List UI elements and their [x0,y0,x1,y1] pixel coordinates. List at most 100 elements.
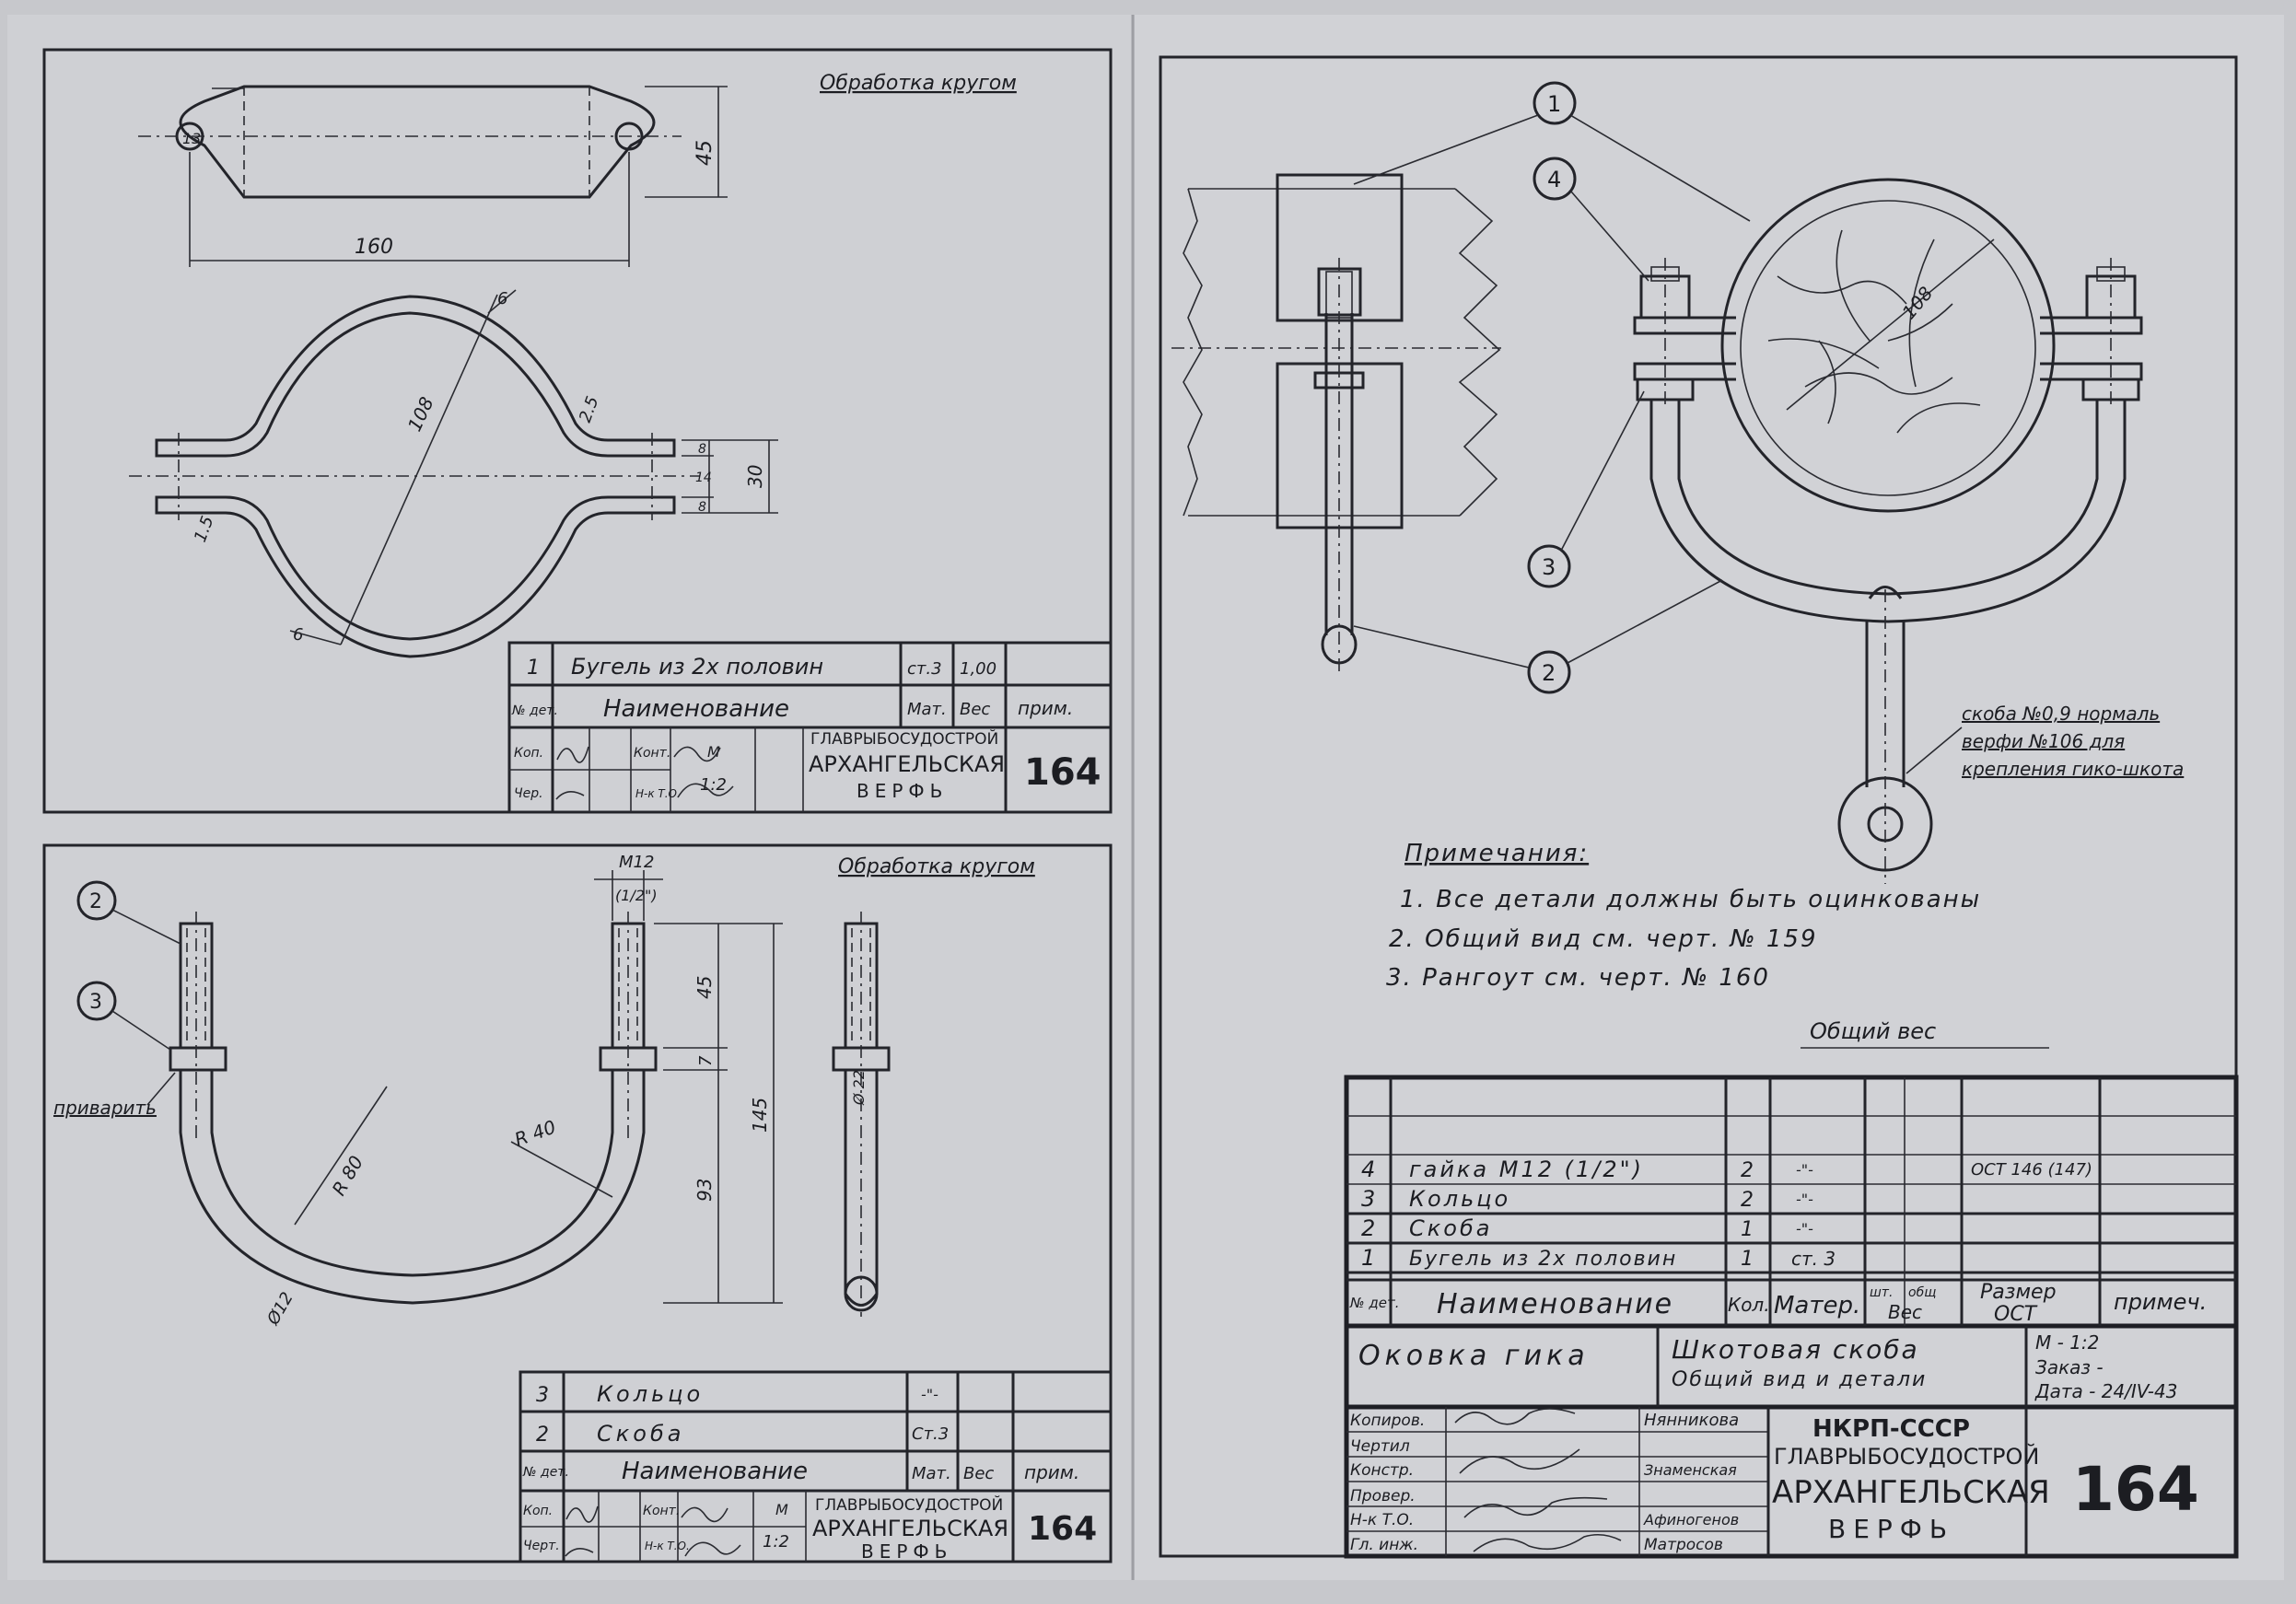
t3-r2-name: Скоба [1409,1215,1492,1241]
tb1-h-note: прим. [1018,697,1073,719]
callout-3-left [76,981,117,1021]
t3-r4-mat: -"- [1796,1161,1813,1179]
t3-r3-num: 3 [1361,1186,1375,1212]
dim108-assy [1786,238,1995,411]
callout-2-text: 2 [1542,660,1556,686]
dim-6-top: 6 [497,289,507,308]
t3-title-mid1: Шкотовая скоба [1672,1334,1919,1365]
dim-145: 145 [749,1098,771,1133]
tb1-h-name: Наименование [603,695,789,723]
t3-role-1: Копиров. [1350,1412,1425,1430]
callout-4-text: 4 [1547,167,1561,192]
dim-45: 45 [693,140,717,166]
tb2-nkto: Н-к Т.О. [645,1540,690,1552]
t3-r3-qty: 2 [1741,1189,1754,1212]
tb2-kont: Конт. [643,1504,680,1518]
tb2-row2-num: 2 [536,1424,549,1447]
t3-h-size2: ОСТ [1994,1303,2038,1326]
shackle-note-2: верфи №106 для [1962,730,2125,752]
t3-role-6: Гл. инж. [1350,1536,1418,1554]
boom-break-left [1183,188,1203,517]
sheet2-title-block: 3 Кольцо -"- 2 Скоба Ст.3 № дет. Наимено… [519,1370,1113,1563]
strap-upper-half [155,295,676,458]
tb2-h-num: № дет. [522,1465,569,1480]
thk-leader-top [487,289,517,314]
callout-2-left-text: 2 [89,890,102,913]
r40-leader [510,1141,613,1198]
strap-lower-half [155,495,676,658]
t3-person-6: Матросов [1644,1536,1723,1554]
tb1-org1: ГЛАВРЫБОСУДОСТРОЙ [810,728,998,749]
sheet1: Обработка кругом 13 45 160 [42,48,1113,814]
tb1-number: 164 [1024,751,1101,794]
tb2-row2-mat: Ст.3 [912,1424,949,1444]
dim-45b: 45 [693,976,716,999]
sheet2-note: Обработка кругом [838,855,1035,878]
assembly-front-view: 108 [1633,178,2143,884]
t3-h-mat: Матер. [1774,1292,1860,1319]
t3-order: Заказ - [2035,1356,2104,1378]
tb2-row2-name: Скоба [597,1421,684,1447]
tb2-org3: ВЕРФЬ [861,1540,952,1563]
tb2-row1-num: 3 [536,1384,549,1407]
tb1-num: 1 [527,657,540,680]
tb2-org1: ГЛАВРЫБОСУДОСТРОЙ [815,1494,1003,1515]
tb1-weight: 1,00 [960,659,996,679]
shackle-note-3: крепления гико-шкота [1962,758,2184,780]
tb1-scale-m: М [707,743,720,761]
paper-left [7,15,1133,1580]
plan-hole-right [614,122,644,151]
t3-r2-qty: 1 [1741,1218,1754,1241]
boom-side-view [1171,173,1501,672]
sheet2: Обработка кругом R 80 R 40 Ø12 М12 (1/2" [42,843,1113,1563]
tb1-h-num: № дет. [511,703,558,718]
t3-date: Дата - 24/IV-43 [2034,1380,2177,1402]
sheet3-callouts: 1 4 3 2 [1353,81,1751,694]
tb1-kop: Коп. [514,746,543,761]
callout-3 [1527,544,1571,588]
r80-leader [294,1086,388,1226]
tb2-h-name: Наименование [622,1458,808,1485]
tb2-row1-name: Кольцо [597,1381,704,1407]
t3-r2-mat: -"- [1796,1220,1813,1238]
sheet1-title-block: 1 Бугель из 2х половин ст.3 1,00 № дет. … [507,641,1113,814]
tb2-number: 164 [1028,1510,1097,1548]
t3-r4-qty: 2 [1741,1159,1754,1182]
tb1-kont: Конт. [634,746,670,761]
t3-scale: М - 1:2 [2035,1331,2099,1354]
t3-h-note: примеч. [2114,1289,2207,1315]
tb1-cher: Чер. [514,786,543,801]
dim-7: 7 [696,1055,716,1066]
tb1-nkto: Н-к Т.О. [635,787,681,800]
t3-h-w1: шт. [1870,1285,1893,1300]
tb2-h-weight: Вес [963,1464,994,1483]
tb1-scale: 1:2 [700,775,727,795]
tb2-row1-mat: -"- [921,1386,938,1403]
dim108-line [340,294,498,645]
t3-r3-name: Кольцо [1409,1186,1510,1212]
t3-h-size1: Размер [1980,1281,2057,1304]
tb2-scale: 1:2 [763,1532,789,1552]
t3-r1-qty: 1 [1741,1248,1754,1271]
total-weight: Общий вес [1810,1018,1936,1044]
note-2: 2. Общий вид см. черт. № 159 [1389,925,1818,953]
callout-1-leader-a [1353,114,1539,185]
t3-role-4: Провер. [1350,1487,1416,1505]
tb2-signature-2 [681,1506,741,1557]
callout-1-text: 1 [1547,91,1561,117]
t3-r1-name: Бугель из 2х половин [1409,1248,1677,1271]
dim-160: 160 [355,236,393,259]
t3-org1: НКРП-СССР [1812,1415,1970,1443]
t3-title-mid2: Общий вид и детали [1672,1368,1927,1391]
callout-4-leader [1570,191,1649,282]
callout-4 [1533,157,1577,201]
tb2-org2: АРХАНГЕЛЬСКАЯ [812,1516,1008,1541]
callout-3-leader [111,1010,171,1051]
t3-r4-name: гайка М12 (1/2") [1409,1157,1644,1182]
weld-leader [146,1072,176,1106]
tb2-outer [519,1370,1113,1563]
dim-13: 13 [182,130,201,147]
dim-8b: 8 [698,500,706,515]
callout-2 [1527,650,1571,694]
